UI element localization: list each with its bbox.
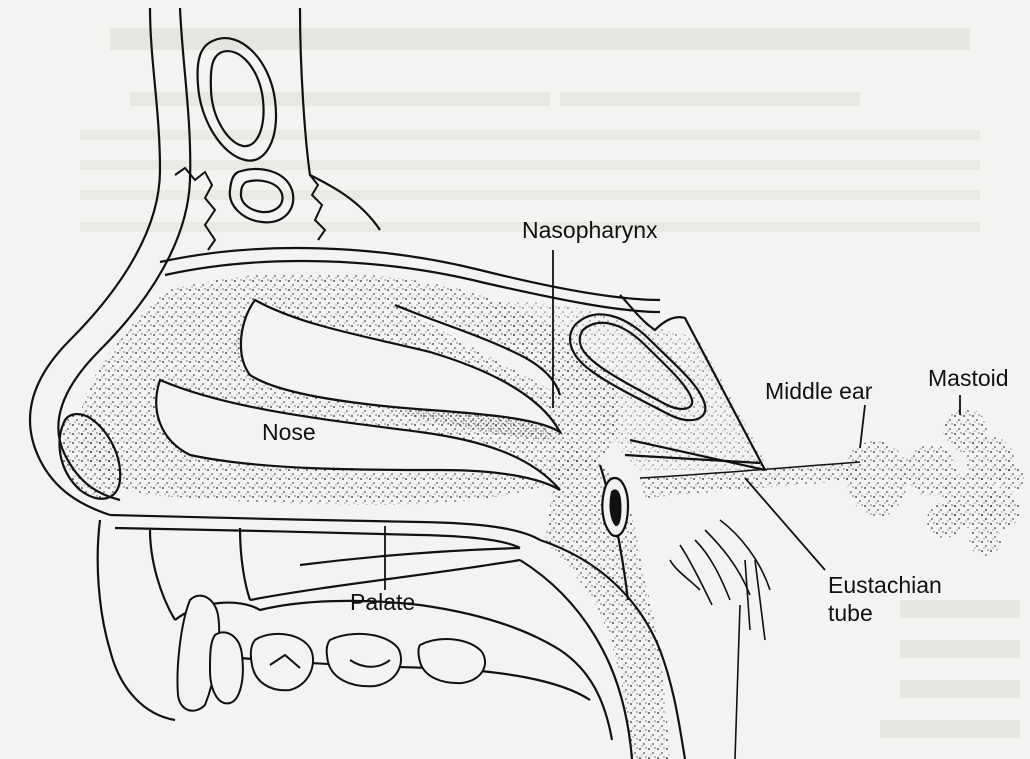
label-nose: Nose (262, 419, 316, 445)
oral-cavity (98, 520, 612, 740)
mastoid (904, 408, 1024, 556)
middle-ear (846, 441, 907, 516)
eustachian-leader (745, 478, 825, 570)
eustachian-tube-opening (602, 478, 628, 536)
label-eustachian-line1: Eustachian (828, 572, 942, 598)
teeth (178, 596, 486, 711)
label-palate: Palate (350, 589, 415, 615)
label-nasopharynx: Nasopharynx (522, 217, 658, 243)
middle-ear-leader (860, 405, 865, 448)
label-middle-ear: Middle ear (765, 378, 873, 404)
label-eustachian-line2: tube (828, 600, 873, 626)
label-mastoid: Mastoid (928, 365, 1009, 391)
pharyngeal-muscles (670, 520, 770, 759)
